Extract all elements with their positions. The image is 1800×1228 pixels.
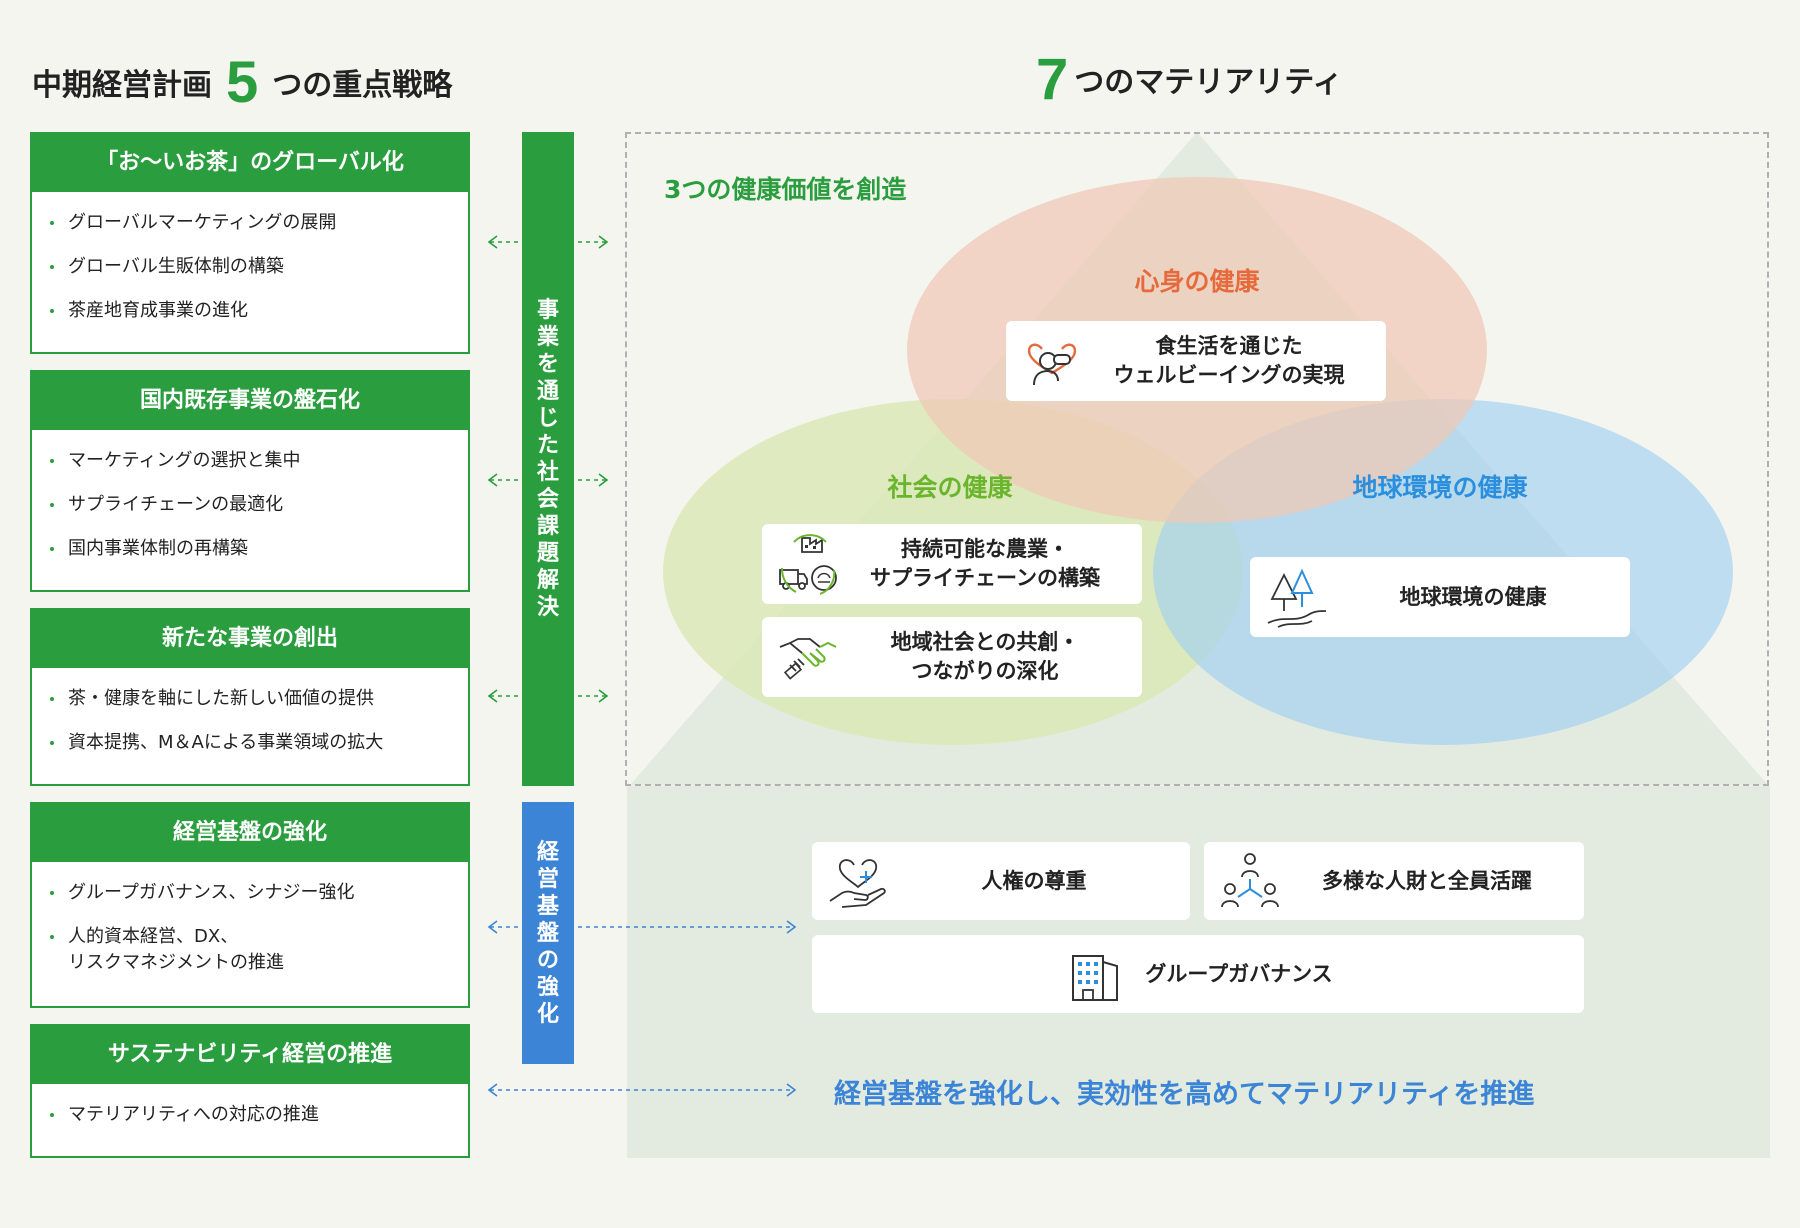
social-issues-bar: 事 業 を 通 じ た 社 会 課 題 解 決: [522, 132, 574, 786]
strategy-item: サプライチェーンの最適化: [50, 492, 452, 518]
building-icon: [1072, 955, 1119, 1001]
trees-river-icon: [1267, 568, 1327, 628]
strategy-item: 資本提携、M＆Aによる事業領域の拡大: [50, 730, 452, 756]
strategy-title: 「お〜いお茶」のグローバル化: [32, 134, 468, 192]
card-diversity: 多様な人財と全員活躍: [1204, 842, 1584, 920]
eating-person-icon: [1027, 343, 1077, 386]
materiality-heading: 7 つのマテリアリティ: [1036, 46, 1343, 112]
strategy-global: 「お〜いお茶」のグローバル化 グローバルマーケティングの展開 グローバル生販体制…: [30, 132, 470, 354]
strategy-item: グローバル生販体制の構築: [50, 254, 452, 280]
strategy-title: 国内既存事業の盤石化: [32, 372, 468, 430]
arrows-blue: [490, 926, 794, 1091]
handshake-icon: [779, 638, 837, 680]
strategy-item: 国内事業体制の再構築: [50, 536, 452, 562]
card-wellbeing: 食生活を通じたウェルビーイングの実現: [1006, 321, 1386, 401]
supply-chain-icon: [779, 534, 837, 595]
human-rights-text: 人権の尊重: [981, 868, 1087, 893]
card-human-rights: 人権の尊重: [812, 842, 1190, 920]
strategy-item: マーケティングの選択と集中: [50, 448, 452, 474]
heart-hand-icon: [829, 859, 886, 908]
materiality-count: 7: [1036, 46, 1069, 112]
strategy-sustainability: サステナビリティ経営の推進 マテリアリティへの対応の推進: [30, 1024, 470, 1158]
strategy-item: 人的資本経営、DX、リスクマネジメントの推進: [50, 924, 452, 976]
strategy-item: グループガバナンス、シナジー強化: [50, 880, 452, 906]
foundation-footer-text: 経営基盤を強化し、実効性を高めてマテリアリティを推進: [834, 1079, 1535, 1110]
strategy-title: 新たな事業の創出: [32, 610, 468, 668]
strategy-item: 茶・健康を軸にした新しい価値の提供: [50, 686, 452, 712]
materiality-panel: [625, 132, 1769, 786]
strategy-item: マテリアリティへの対応の推進: [50, 1102, 452, 1128]
people-network-icon: [1221, 853, 1279, 908]
circle-society-label: 社会の健康: [887, 473, 1013, 502]
diversity-text: 多様な人財と全員活躍: [1322, 868, 1532, 893]
foundation-bar: 経 営 基 盤 の 強 化: [522, 802, 574, 1064]
strategy-title: 経営基盤の強化: [32, 804, 468, 862]
card-governance: グループガバナンス: [812, 935, 1584, 1013]
strategies-count: 5: [226, 49, 259, 115]
strategy-title: サステナビリティ経営の推進: [32, 1026, 468, 1084]
card-community: 地域社会との共創・つながりの深化: [762, 617, 1142, 697]
circle-mind-label: 心身の健康: [1134, 267, 1260, 296]
governance-text: グループガバナンス: [1145, 961, 1333, 986]
health-value-subtitle: 3つの健康価値を創造: [664, 175, 907, 204]
strategies-heading: 中期経営計画 5 つの重点戦略: [32, 49, 453, 115]
strategy-domestic: 国内既存事業の盤石化 マーケティングの選択と集中 サプライチェーンの最適化 国内…: [30, 370, 470, 592]
strategy-foundation: 経営基盤の強化 グループガバナンス、シナジー強化 人的資本経営、DX、リスクマネ…: [30, 802, 470, 1008]
strategy-new-business: 新たな事業の創出 茶・健康を軸にした新しい価値の提供 資本提携、M＆Aによる事業…: [30, 608, 470, 786]
card-agriculture: 持続可能な農業・サプライチェーンの構築: [762, 524, 1142, 604]
card-environment: 地球環境の健康: [1250, 557, 1630, 637]
circle-earth-label: 地球環境の健康: [1352, 473, 1528, 502]
strategy-item: 茶産地育成事業の進化: [50, 298, 452, 324]
environment-card-text: 地球環境の健康: [1399, 584, 1547, 609]
strategy-item: グローバルマーケティングの展開: [50, 210, 452, 236]
